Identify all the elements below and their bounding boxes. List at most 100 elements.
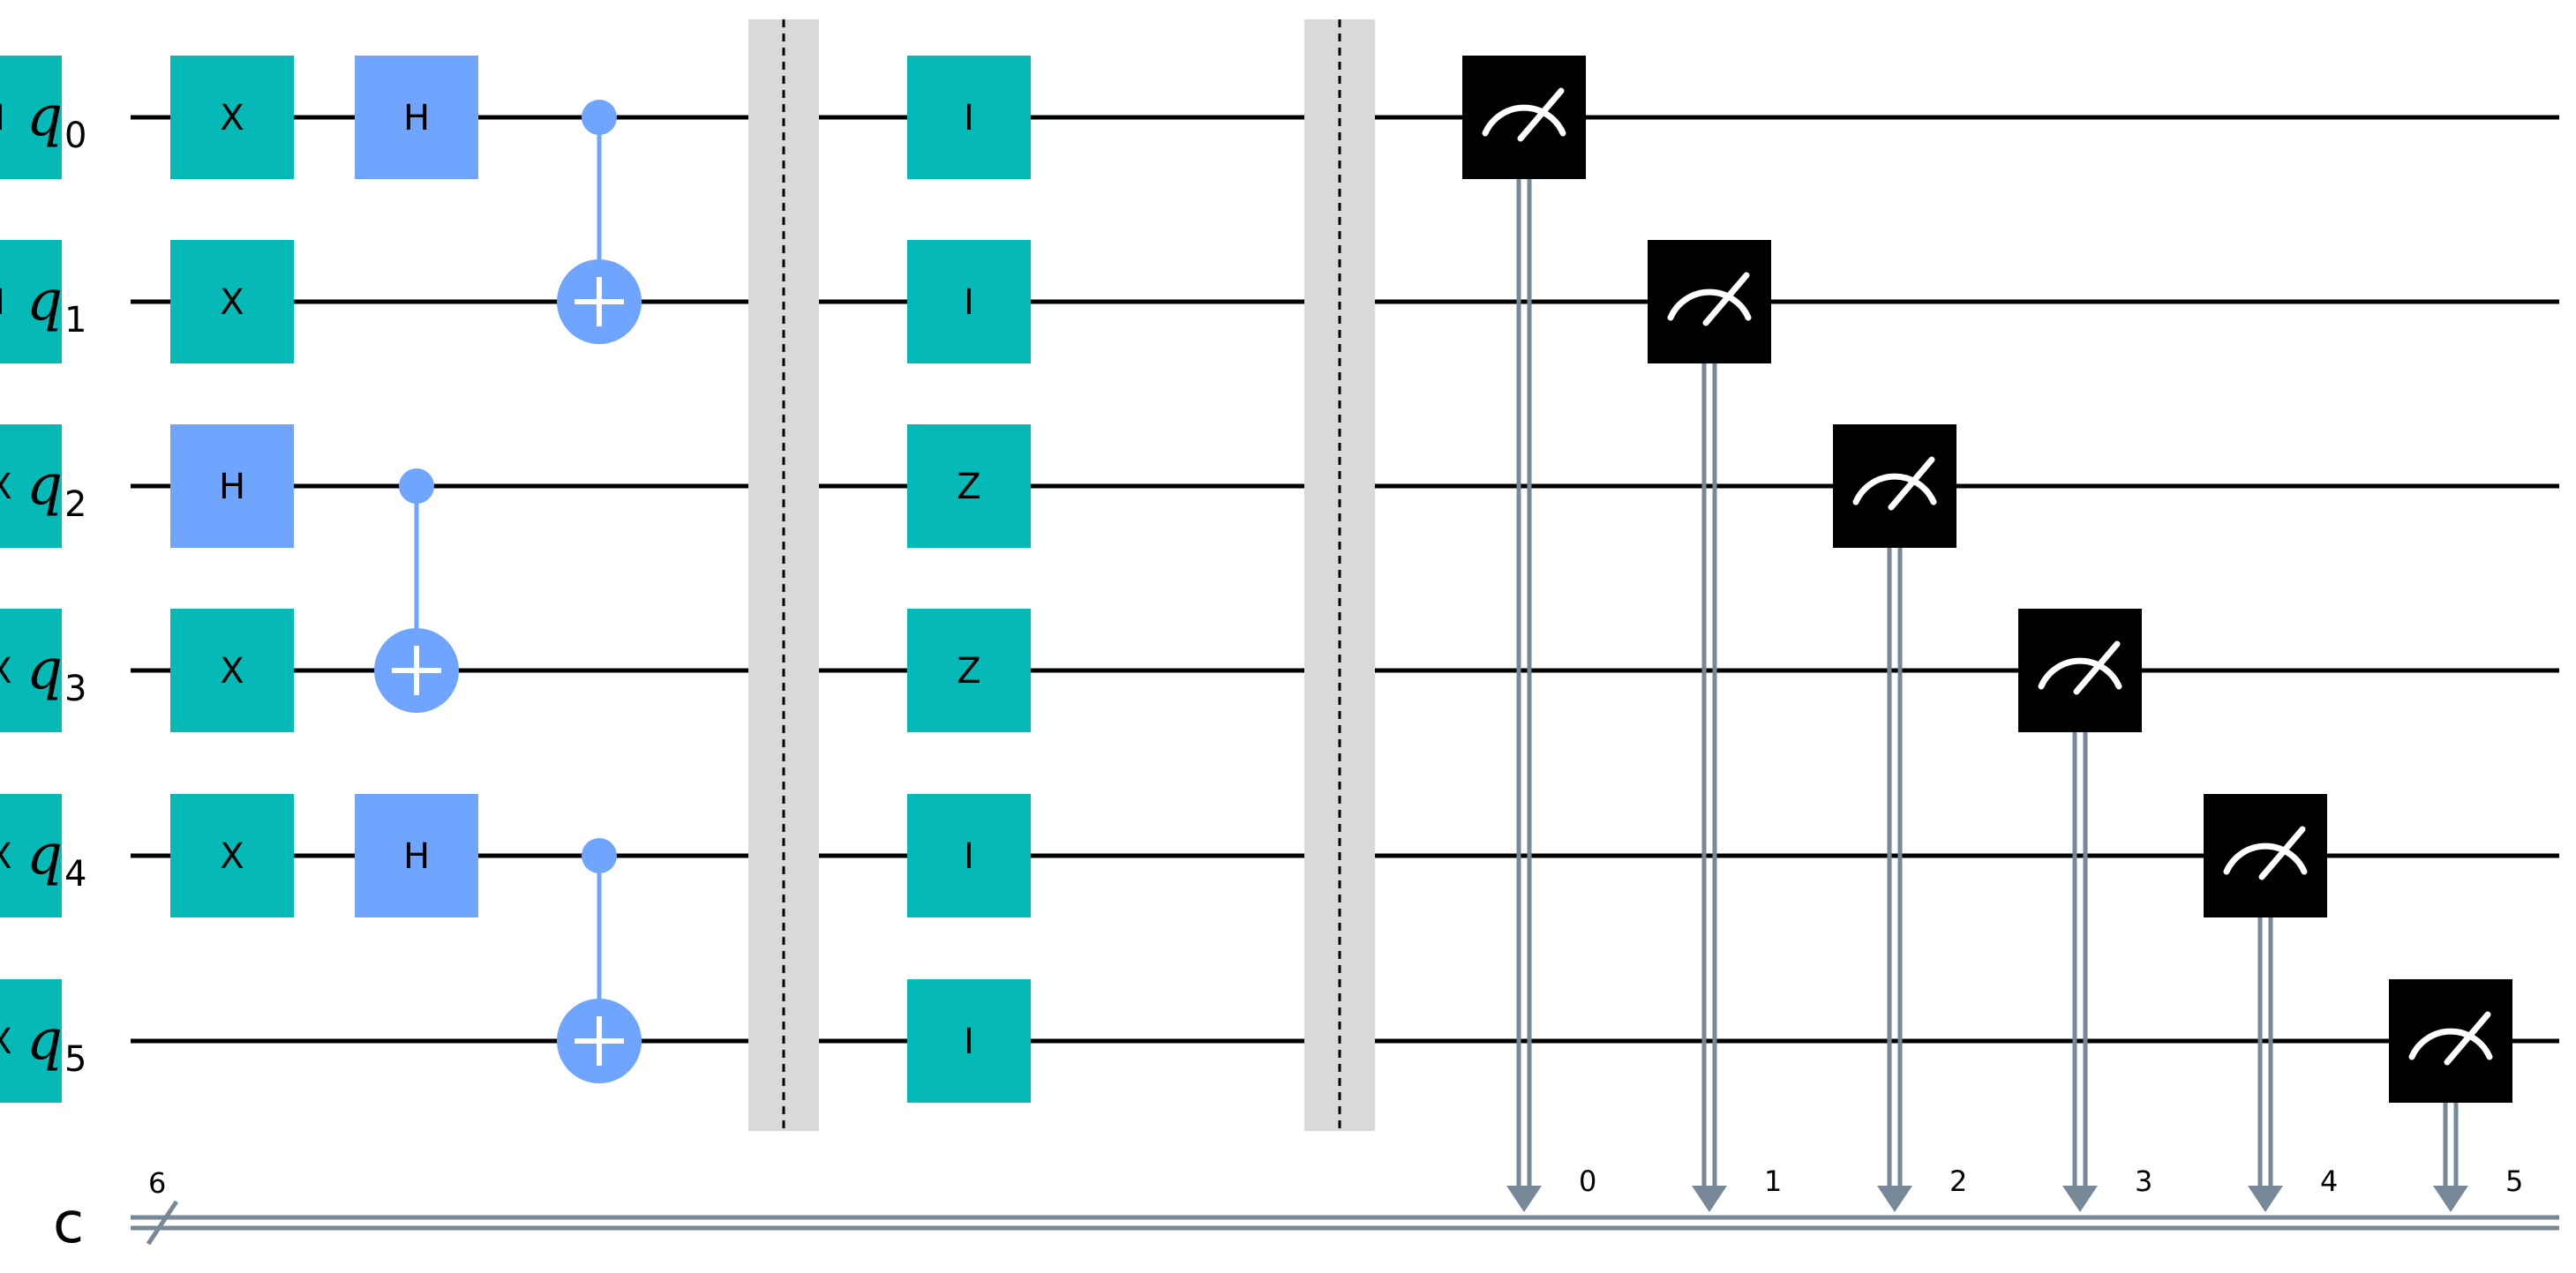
gate-box [0, 424, 62, 548]
cnot-control-dot [582, 100, 617, 135]
measure-box [1833, 424, 1956, 548]
pauli-gate: X [170, 56, 294, 179]
pauli-gate: Z [907, 424, 1031, 548]
gate-label: H [403, 836, 430, 877]
cnot-target [374, 628, 459, 713]
qubit-label: q1 [26, 268, 86, 341]
measure-gate [2018, 609, 2142, 732]
gate-label: H [219, 467, 245, 507]
clbit-index-label: 3 [2135, 1164, 2152, 1198]
measure-arrowhead [2062, 1186, 2098, 1212]
gate-label: Z [957, 467, 980, 507]
cnot-target [557, 999, 642, 1083]
h-gate: H [355, 794, 478, 917]
pauli-gate: X [0, 979, 62, 1103]
h-gate: H [355, 56, 478, 179]
measure-arrowhead [1692, 1186, 1727, 1212]
qubit-label-index: 5 [64, 1039, 86, 1080]
clbit-index-label: 5 [2505, 1164, 2523, 1198]
pauli-gate: X [0, 424, 62, 548]
pauli-gate: I [907, 240, 1031, 363]
gate-label: X [220, 651, 244, 692]
meter-icon-arc [1667, 288, 1752, 321]
measure-arrowhead [2248, 1186, 2283, 1212]
pauli-gate: I [907, 56, 1031, 179]
qubit-label: q0 [26, 84, 86, 156]
qubit-label-index: 1 [64, 300, 86, 341]
gate-box [907, 794, 1031, 917]
meter-icon-arc [1482, 104, 1566, 137]
meter-icon-arc [2223, 842, 2308, 875]
meter-icon-arc [2408, 1028, 2493, 1060]
qubit-label: q3 [26, 637, 86, 709]
gate-label: X [0, 467, 12, 507]
cnot-target [557, 259, 642, 344]
gate-label: X [0, 651, 12, 692]
measure-arrowhead [1877, 1186, 1912, 1212]
measure-gate [1462, 56, 1586, 179]
meter-icon-needle [1517, 87, 1565, 142]
measure-arrowhead [2433, 1186, 2468, 1212]
qubit-label-prefix: q [26, 1007, 63, 1073]
gate-box [0, 240, 62, 363]
gate-box [170, 609, 294, 732]
gate-box [907, 424, 1031, 548]
measure-box [2204, 794, 2327, 917]
clbit-index-label: 0 [1579, 1164, 1596, 1198]
clbit-index-label: 1 [1764, 1164, 1782, 1198]
connectors-layer [414, 117, 2468, 1212]
qubit-label-index: 0 [64, 116, 86, 156]
gate-label: X [0, 1022, 12, 1062]
gate-label: Z [957, 651, 980, 692]
qubit-label-prefix: q [26, 637, 63, 702]
gate-box [907, 979, 1031, 1103]
gate-box [907, 56, 1031, 179]
pauli-gate: X [0, 794, 62, 917]
gate-label: X [0, 836, 12, 877]
gate-box [907, 609, 1031, 732]
h-gate: H [170, 424, 294, 548]
gate-label: I [0, 98, 5, 139]
gate-label: I [964, 1022, 974, 1062]
pauli-gate: X [0, 609, 62, 732]
gate-label: H [403, 98, 430, 139]
gate-label: X [220, 836, 244, 877]
gate-box [907, 240, 1031, 363]
measure-gate [2204, 794, 2327, 917]
qubit-label: q4 [26, 822, 86, 895]
clbit-index-label: 4 [2320, 1164, 2338, 1198]
pauli-gate: I [907, 794, 1031, 917]
qubit-label: q2 [26, 453, 86, 525]
gate-label: X [220, 282, 244, 323]
meter-icon-needle [1702, 272, 1750, 326]
gate-box [0, 979, 62, 1103]
gate-label: I [964, 98, 974, 139]
pauli-gate: X [170, 240, 294, 363]
measure-box [1462, 56, 1586, 179]
measure-box [2389, 979, 2512, 1103]
meter-icon-needle [2258, 826, 2306, 880]
gate-label: I [964, 836, 974, 877]
pauli-gate: I [0, 56, 62, 179]
qubit-label-prefix: q [26, 453, 63, 518]
cnot-control-dot [399, 468, 434, 504]
pauli-gate: I [907, 979, 1031, 1103]
qubit-label-index: 3 [64, 669, 86, 709]
pauli-gate: X [170, 794, 294, 917]
measure-arrowhead [1506, 1186, 1542, 1212]
measure-gate [2389, 979, 2512, 1103]
gate-box [0, 56, 62, 179]
gate-box [170, 794, 294, 917]
qubit-label-prefix: q [26, 84, 63, 149]
meter-icon-arc [1852, 473, 1937, 505]
qubit-label-prefix: q [26, 822, 63, 887]
pauli-gate: X [170, 609, 294, 732]
measure-box [2018, 609, 2142, 732]
gate-label: I [964, 282, 974, 323]
meter-icon-needle [2444, 1011, 2491, 1066]
gate-box [0, 609, 62, 732]
qubit-label-prefix: q [26, 268, 63, 333]
measure-box [1648, 240, 1771, 363]
qubit-label: q5 [26, 1007, 86, 1080]
